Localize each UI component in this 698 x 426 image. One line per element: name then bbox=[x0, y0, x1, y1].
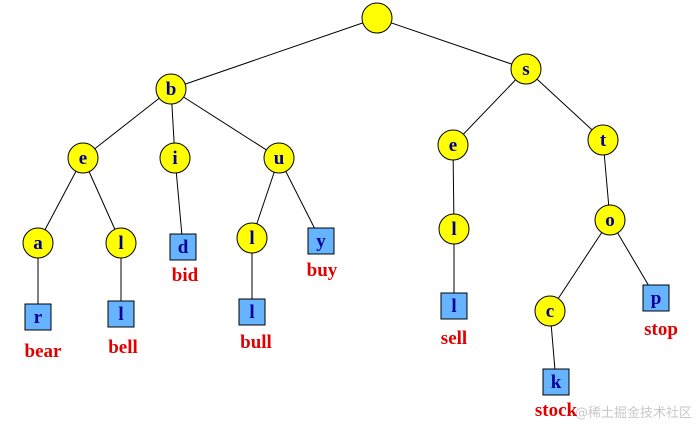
node-char: b bbox=[166, 79, 177, 100]
node-char: e bbox=[79, 148, 87, 169]
node-sto: o bbox=[594, 204, 626, 236]
inner-node-shape bbox=[105, 227, 137, 259]
node-char: a bbox=[33, 233, 43, 254]
word-stop: stop bbox=[644, 319, 678, 340]
word-stock: stock bbox=[535, 400, 578, 421]
node-sel: l bbox=[438, 213, 470, 245]
leaf-node-shape bbox=[642, 284, 670, 312]
node-char: e bbox=[449, 135, 457, 156]
leaf-node-shape bbox=[24, 303, 52, 331]
node-buy: y bbox=[307, 227, 335, 255]
inner-node-shape bbox=[236, 222, 268, 254]
node-char: d bbox=[178, 237, 189, 258]
node-b: b bbox=[155, 73, 187, 105]
inner-node-shape bbox=[437, 129, 469, 161]
leaf-node-shape bbox=[440, 292, 468, 320]
inner-node-shape bbox=[67, 142, 99, 174]
inner-node-shape bbox=[159, 142, 191, 174]
nodes: b e i u a l d l y r l l s e t l l o c p k bbox=[22, 2, 670, 396]
node-stock: k bbox=[542, 368, 570, 396]
edge-bu-buy bbox=[278, 157, 322, 242]
inner-node-shape bbox=[594, 204, 626, 236]
edge-b-be bbox=[82, 88, 172, 159]
edge-root-s bbox=[376, 17, 527, 70]
node-st: t bbox=[587, 124, 619, 156]
node-be: e bbox=[67, 142, 99, 174]
edge-b-bu bbox=[170, 88, 280, 159]
node-char: l bbox=[249, 302, 254, 323]
node-sell: l bbox=[440, 292, 468, 320]
node-char: p bbox=[651, 288, 662, 309]
edge-root-b bbox=[170, 17, 378, 90]
edge-sto-stoc bbox=[549, 219, 611, 312]
leaf-node-shape bbox=[542, 368, 570, 396]
node-char: c bbox=[546, 301, 554, 322]
inner-node-shape bbox=[587, 124, 619, 156]
node-char: s bbox=[522, 59, 529, 80]
edge-be-bel bbox=[82, 157, 122, 244]
node-char: u bbox=[274, 148, 285, 169]
inner-node-shape bbox=[534, 295, 566, 327]
node-stoc: c bbox=[534, 295, 566, 327]
node-bull: l bbox=[238, 298, 266, 326]
node-bea: a bbox=[22, 227, 54, 259]
node-root bbox=[361, 2, 393, 34]
leaf-node-shape bbox=[307, 227, 335, 255]
node-char: k bbox=[551, 372, 562, 393]
node-bear: r bbox=[24, 303, 52, 331]
word-bid: bid bbox=[172, 265, 199, 286]
node-char: o bbox=[605, 210, 615, 231]
word-labels: bid buy bear bell bull sell stop stock bbox=[25, 260, 678, 421]
inner-node-shape bbox=[22, 227, 54, 259]
inner-node-shape bbox=[510, 53, 542, 85]
node-bid: d bbox=[169, 233, 197, 261]
node-char: y bbox=[316, 231, 326, 252]
node-bel: l bbox=[105, 227, 137, 259]
node-char: l bbox=[249, 228, 254, 249]
inner-node-shape bbox=[263, 142, 295, 174]
node-bi: i bbox=[159, 142, 191, 174]
leaf-node-shape bbox=[169, 233, 197, 261]
inner-node-shape bbox=[361, 2, 393, 34]
node-bu: u bbox=[263, 142, 295, 174]
edge-s-st bbox=[525, 68, 604, 141]
node-bul: l bbox=[236, 222, 268, 254]
word-bear: bear bbox=[25, 341, 63, 362]
inner-node-shape bbox=[438, 213, 470, 245]
word-bull: bull bbox=[240, 332, 272, 353]
node-char: i bbox=[172, 148, 177, 169]
node-bell: l bbox=[107, 300, 135, 328]
node-se: e bbox=[437, 129, 469, 161]
word-sell: sell bbox=[441, 328, 467, 349]
node-char: r bbox=[34, 307, 43, 328]
node-char: l bbox=[118, 304, 123, 325]
watermark: @稀土掘金技术社区 bbox=[575, 405, 692, 421]
node-char: t bbox=[600, 130, 607, 151]
node-s: s bbox=[510, 53, 542, 85]
node-char: l bbox=[451, 219, 456, 240]
leaf-node-shape bbox=[238, 298, 266, 326]
leaf-node-shape bbox=[107, 300, 135, 328]
word-buy: buy bbox=[307, 260, 338, 281]
edge-s-se bbox=[452, 68, 527, 146]
node-char: l bbox=[118, 233, 123, 254]
node-char: l bbox=[451, 296, 456, 317]
edge-be-bea bbox=[37, 157, 84, 244]
node-stop: p bbox=[642, 284, 670, 312]
word-bell: bell bbox=[108, 337, 138, 358]
inner-node-shape bbox=[155, 73, 187, 105]
